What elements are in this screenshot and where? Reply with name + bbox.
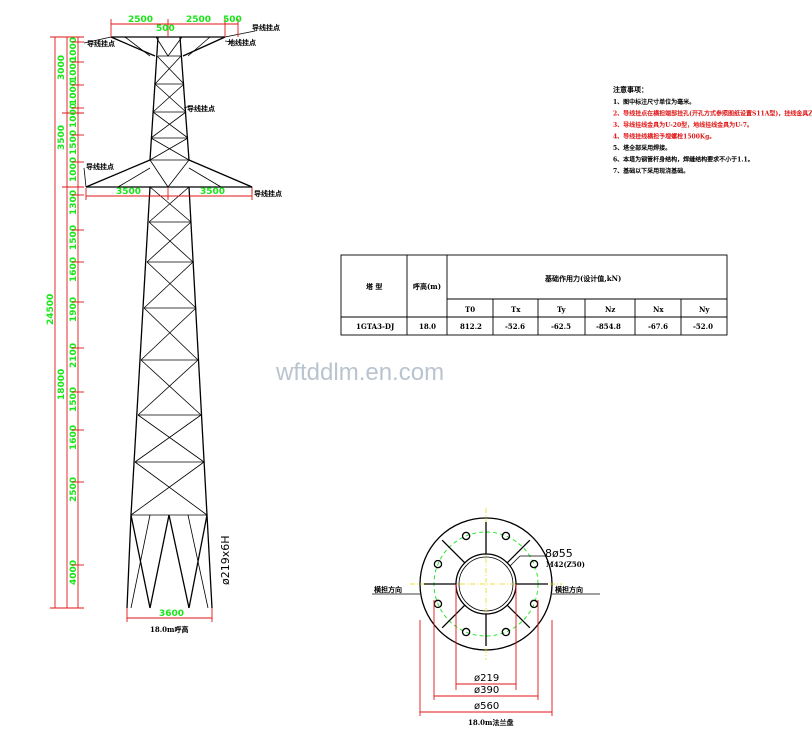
left-dim-outer: 24500: [46, 294, 56, 325]
note-item: 1、图中标注尺寸单位为毫米。: [613, 98, 695, 106]
note-item: 2、导线挂点在横担端部挂孔(开孔方式参照图纸设置S11A型)，挂线金具ZH-7。: [613, 110, 812, 118]
left-dim-segment: 1600: [69, 257, 79, 282]
tower-structure: [83, 30, 256, 609]
tower-tag-lower-left: 导线挂点: [86, 162, 114, 171]
left-dim-segment: 1000: [69, 103, 79, 128]
left-dim-segment: 2100: [69, 343, 79, 368]
left-dim-segment: 1600: [69, 425, 79, 450]
left-dim-segment: 4000: [69, 560, 79, 585]
table-col-type: 塔 型: [366, 282, 382, 291]
table-val-3: -854.8: [596, 322, 621, 331]
left-dim-segment: 1000: [69, 57, 79, 82]
flange-caption: 18.0m法兰盘: [468, 718, 513, 727]
flange-bolt-hole: [529, 559, 539, 569]
table-val-0: 812.2: [460, 322, 482, 331]
table-sub-0: T0: [465, 305, 475, 314]
flange-bolt-spec: M42(Z50): [546, 560, 585, 569]
table-sub-5: Ny: [699, 305, 710, 314]
left-dim-segment: 1000: [69, 157, 79, 182]
left-dim-segment: 1900: [69, 297, 79, 322]
tower-tag-top-left: 导线挂点: [87, 39, 115, 48]
table-sub-4: Nx: [653, 305, 664, 314]
left-dim-outer: 18000: [57, 369, 67, 400]
flange-ribs: [424, 522, 548, 646]
left-dim-segment: 2500: [69, 477, 79, 502]
table-col-height: 呼高(m): [413, 282, 441, 291]
left-dim-segment: 1500: [69, 130, 79, 155]
mid-dim-left: 3500: [116, 187, 141, 197]
tower-tags: 导线挂点 地线挂点 导线挂点 导线挂点 导线挂点 导线挂点: [86, 23, 282, 198]
left-dim-mid: 3000: [57, 55, 67, 80]
table-sub-1: Tx: [511, 305, 521, 314]
notes-title: 注意事项：: [613, 85, 648, 94]
left-dim-segment: 1300: [69, 190, 79, 215]
flange-side-right: 横担方向: [555, 585, 583, 594]
table-val-2: -62.5: [551, 322, 571, 331]
top-dim-tip: 500: [223, 15, 242, 25]
flange-bolt-hole: [461, 531, 471, 541]
note-item: 4、导线挂线横担予埋螺栓1500Kg。: [613, 133, 715, 141]
left-dim-segment: 1000: [69, 37, 79, 62]
top-dimensions: 2500 2500 500 500: [110, 15, 242, 37]
flange-bolt-hole: [501, 627, 511, 637]
flange-d-outer: ø560: [474, 701, 499, 712]
table-group-header: 基础作用力(设计值,kN): [544, 274, 621, 283]
notes-block: 注意事项： 1、图中标注尺寸单位为毫米。 2、导线挂点在横担端部挂孔(开孔方式参照…: [613, 85, 812, 175]
left-dim-segment: 1500: [69, 387, 79, 412]
flange-bolt-hole: [529, 599, 539, 609]
left-dim-mid: 3500: [57, 125, 67, 150]
note-item: 6、本塔为钢管杆身结构，焊缝结构要求不小于1.1。: [613, 156, 754, 164]
base-dim: 3600: [159, 609, 184, 619]
flange-bolt-label: 8ø55: [545, 547, 573, 560]
flange-bolt-hole: [461, 627, 471, 637]
flange-side-left: 横担方向: [374, 585, 402, 594]
table-val-4: -67.6: [648, 322, 668, 331]
tower-tag-earth: 地线挂点: [228, 38, 256, 47]
left-dim-segment: 1000: [69, 80, 79, 105]
table-sub-2: Ty: [557, 305, 566, 314]
table-row-type: 1GTA3-DJ: [356, 322, 395, 331]
tower-tag-top-right: 导线挂点: [252, 23, 280, 32]
top-dim-right: 2500: [186, 15, 211, 25]
table-val-1: -52.6: [505, 322, 525, 331]
flange-bolts: [433, 531, 539, 637]
base-dimension: 3600 18.0m呼高: [126, 608, 213, 634]
flange-d-mid: ø390: [474, 685, 499, 696]
table-row-height: 18.0: [419, 322, 436, 331]
note-item: 5、塔全部采用焊接。: [613, 144, 671, 152]
watermark: wftddlm.en.com: [275, 359, 444, 386]
left-dimensions: 2450018000300035001000100010001000150010…: [46, 36, 84, 609]
pole-label-group: ø219x6H: [219, 535, 232, 585]
tower-tag-lower-right: 导线挂点: [254, 189, 282, 198]
flange-plate: 8ø55 M42(Z50) 横担方向 横担方向 ø219 ø390 ø560 1…: [372, 508, 600, 727]
force-table: 塔 型 呼高(m) 基础作用力(设计值,kN) T0 Tx Ty Nz Nx N…: [340, 254, 728, 336]
mid-dimensions: 3500 3500: [85, 187, 253, 200]
table-val-5: -52.0: [693, 322, 713, 331]
left-dim-segment: 1500: [69, 225, 79, 250]
note-item: 3、导线挂线金具为U-20型，地线挂线金具为U-7。: [613, 121, 753, 129]
flange-d-inner: ø219: [474, 673, 499, 684]
tower-tag-mid: 导线挂点: [187, 104, 215, 113]
note-item: 7、基础以下采用现浇基础。: [613, 167, 689, 175]
flange-bolt-hole: [501, 531, 511, 541]
mid-dim-right: 3500: [200, 187, 225, 197]
base-caption: 18.0m呼高: [150, 625, 188, 634]
pole-label: ø219x6H: [219, 535, 232, 585]
top-dim-center: 500: [156, 24, 175, 34]
top-dim-left: 2500: [128, 15, 153, 25]
flange-bolt-hole: [433, 559, 443, 569]
table-sub-3: Nz: [605, 305, 615, 314]
